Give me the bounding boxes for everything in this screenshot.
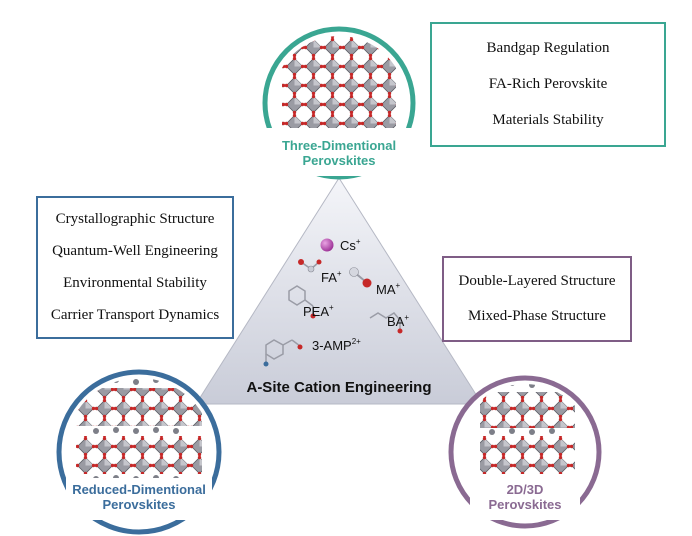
cation-label-ba: BA+ [387,313,409,329]
two-three-d-feature-item: Double-Layered Structure [458,273,616,289]
two-three-d-label-line2: Perovskites [489,497,562,512]
cation-triangle [195,177,483,405]
cation-label-pea: PEA+ [303,303,334,319]
three-d-label-line2: Perovskites [303,153,376,168]
reduced-label-line1: Reduced-Dimentional [72,482,206,497]
two-three-d-label-line1: 2D/3D [507,482,544,497]
ma-molecule-icon [349,267,372,288]
three-d-feature-item: FA-Rich Perovskite [488,75,608,92]
3-amp-molecule-icon [263,339,303,367]
cation-label-ma: MA+ [376,281,401,297]
two-three-d-perovskite-circle: 2D/3D Perovskites [448,375,602,529]
pea-molecule-icon [288,285,316,319]
reduced-feature-item: Carrier Transport Dynamics [50,306,220,323]
two-three-d-features-box: Double-Layered Structure Mixed-Phase Str… [442,256,632,342]
three-d-feature-item: Bandgap Regulation [486,39,610,56]
reduced-dimensional-perovskite-circle: Reduced-Dimentional Perovskites [56,369,222,535]
two-three-d-feature-item: Mixed-Phase Structure [468,308,606,324]
three-d-features-box: Bandgap Regulation FA-Rich Perovskite Ma… [430,22,666,147]
three-d-feature-item: Materials Stability [492,112,604,129]
three-d-lattice-image [282,36,396,129]
triangle-title: A-Site Cation Engineering [246,379,431,396]
cation-label-cs: Cs+ [340,237,361,253]
cation-label-3-amp: 3-AMP2+ [312,337,361,353]
fa-molecule-icon [298,259,322,273]
three-d-perovskite-circle: Three-Dimentional Perovskites [262,26,416,180]
reduced-lattice-bottom [76,436,202,474]
reduced-lattice-top [76,388,202,426]
reduced-dimensional-features-box: Crystallographic Structure Quantum-Well … [36,196,234,339]
reduced-feature-item: Crystallographic Structure [55,211,215,228]
cs-atom-icon [320,238,334,252]
reduced-feature-item: Environmental Stability [63,274,207,291]
two-three-d-lattice-bottom [480,436,575,474]
two-three-d-lattice-top [480,392,575,428]
three-d-label-line1: Three-Dimentional [282,138,396,153]
reduced-feature-item: Quantum-Well Engineering [52,243,218,260]
ba-molecule-icon [369,312,403,334]
reduced-label-line2: Perovskites [103,497,176,512]
cation-label-fa: FA+ [321,269,342,285]
